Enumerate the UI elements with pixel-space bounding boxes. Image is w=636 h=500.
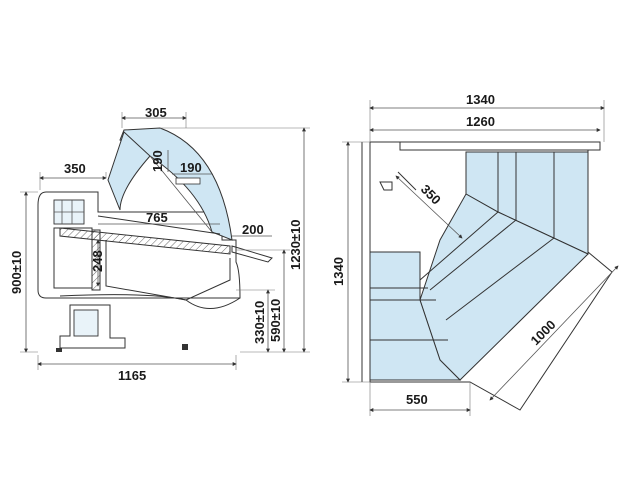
compressor-unit xyxy=(59,304,126,349)
dim-total-depth: 1165 xyxy=(118,368,146,383)
cabinet-outline xyxy=(37,191,241,299)
dim-total-height: 900±10 xyxy=(9,251,24,294)
dim-tray-height: 248 xyxy=(90,250,105,272)
side-view: 305 350 190 190 765 200 248 900±10 1230±… xyxy=(9,105,310,383)
dim-overall-depth: 1340 xyxy=(331,257,346,286)
dim-tray-depth: 765 xyxy=(146,210,168,225)
dim-glass-depth: 190 xyxy=(180,160,202,175)
lamp-bar xyxy=(175,177,201,185)
dim-top-height: 1230±10 xyxy=(288,219,303,270)
counter-hatch xyxy=(59,227,231,255)
dim-overall-width: 1340 xyxy=(466,92,495,107)
dim-shelf-width: 350 xyxy=(64,161,86,176)
corner-view: 1340 1260 1340 350 1000 550 xyxy=(331,92,619,416)
front-ledge xyxy=(231,245,273,263)
dim-counter-height: 590±10 xyxy=(268,299,283,342)
dim-base-height: 330±10 xyxy=(252,301,267,344)
dim-glass-height: 190 xyxy=(150,150,165,172)
compressor-box xyxy=(73,309,99,337)
dim-bottom-width: 550 xyxy=(406,392,428,407)
curved-glass xyxy=(119,127,233,241)
dim-inner-width: 1260 xyxy=(466,114,495,129)
lower-compartment xyxy=(53,227,93,289)
bottom-curve xyxy=(59,294,241,309)
dim-top-width: 305 xyxy=(145,105,167,120)
dim-corner-inset: 350 xyxy=(418,182,444,208)
dim-front-ledge: 200 xyxy=(242,222,264,237)
corner-outline xyxy=(369,141,613,411)
